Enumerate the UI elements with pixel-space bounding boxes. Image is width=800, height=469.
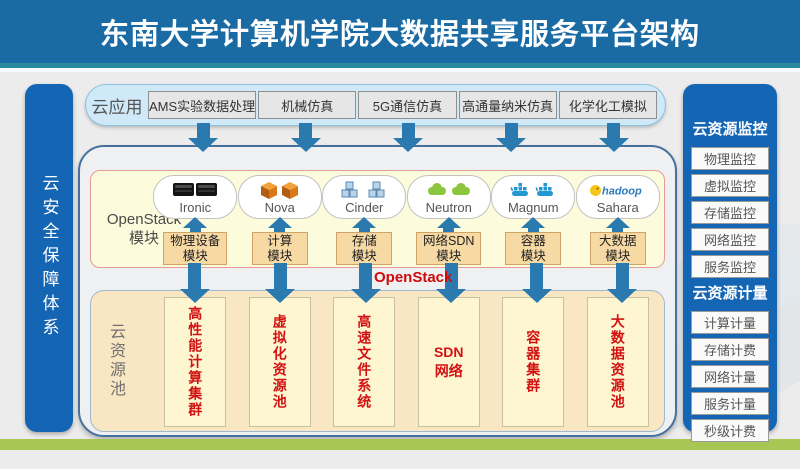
server-icon xyxy=(172,180,218,200)
openstack-box: OpenStack 模块 Ironic xyxy=(90,170,665,268)
down-arrow-icon xyxy=(350,263,381,303)
cloud-apps-bar: 云应用 AMS实验数据处理 机械仿真 5G通信仿真 高通量纳米仿真 化学化工模拟 xyxy=(85,84,666,126)
title-banner: 东南大学计算机学院大数据共享服务平台架构 xyxy=(0,0,800,63)
down-arrow-icon xyxy=(290,123,321,152)
metering-list: 计算计量 存储计费 网络计量 服务计量 秒级计费 xyxy=(691,311,769,442)
down-arrow-icon xyxy=(179,263,210,303)
metering-item: 存储计费 xyxy=(691,338,769,361)
openstack-services: Ironic Nova xyxy=(153,175,660,219)
service-ironic: Ironic xyxy=(153,175,238,219)
down-arrow-icon xyxy=(607,263,638,303)
module-down-arrows xyxy=(152,263,665,303)
up-arrow-icon xyxy=(521,217,546,233)
pool-column: 容器集群 xyxy=(502,297,565,427)
app-box: AMS实验数据处理 xyxy=(148,91,257,119)
down-arrow-icon xyxy=(188,123,219,152)
monitoring-item: 存储监控 xyxy=(691,201,769,224)
down-arrow-icon xyxy=(393,123,424,152)
service-name: Magnum xyxy=(507,200,559,215)
module-box: 大数据模块 xyxy=(589,232,646,265)
cloud-security-label: 云安全保障体系 xyxy=(39,174,59,342)
app-box: 化学化工模拟 xyxy=(558,91,657,119)
whale-icon xyxy=(510,180,556,200)
metering-item: 服务计量 xyxy=(691,392,769,415)
down-arrow-icon xyxy=(598,123,629,152)
monitoring-list: 物理监控 虚拟监控 存储监控 网络监控 服务监控 xyxy=(691,147,769,278)
metering-item: 秒级计费 xyxy=(691,419,769,442)
module-box: 物理设备模块 xyxy=(163,232,228,265)
metering-title: 云资源计量 xyxy=(692,285,768,302)
right-panel: 云资源监控 物理监控 虚拟监控 存储监控 网络监控 服务监控 云资源计量 计算计… xyxy=(683,84,777,442)
service-name: Nova xyxy=(264,200,295,215)
banner-teal-strip xyxy=(0,63,800,68)
service-name: Sahara xyxy=(596,200,639,215)
monitoring-title: 云资源监控 xyxy=(692,121,768,138)
banner-white-strip xyxy=(0,68,800,72)
service-sahara: hadoop Sahara xyxy=(575,175,660,219)
up-arrow-icon xyxy=(352,217,377,233)
service-name: Ironic xyxy=(179,200,212,215)
cube-icon xyxy=(260,180,300,200)
monitoring-item: 虚拟监控 xyxy=(691,174,769,197)
cloud-apps-boxes: AMS实验数据处理 机械仿真 5G通信仿真 高通量纳米仿真 化学化工模拟 xyxy=(148,91,657,119)
up-arrow-icon xyxy=(267,217,292,233)
monitoring-item: 服务监控 xyxy=(691,255,769,278)
hadoop-logo-icon: hadoop xyxy=(589,180,647,200)
pool-column: 高性能计算集群 xyxy=(164,297,227,427)
resource-pool-label: 云资源池 xyxy=(107,323,124,399)
bottom-green-strip xyxy=(0,439,800,450)
service-name: Cinder xyxy=(345,200,384,215)
monitoring-item: 网络监控 xyxy=(691,228,769,251)
apps-down-arrows xyxy=(152,123,665,152)
pool-column: 大数据资源池 xyxy=(586,297,649,427)
svg-text:hadoop: hadoop xyxy=(602,185,642,197)
service-name: Neutron xyxy=(425,200,472,215)
service-neutron: Neutron xyxy=(406,175,491,219)
cloud-security-bar: 云安全保障体系 xyxy=(25,84,73,432)
monitoring-item: 物理监控 xyxy=(691,147,769,170)
up-arrow-icon xyxy=(436,217,461,233)
down-arrow-icon xyxy=(436,263,467,303)
app-box: 高通量纳米仿真 xyxy=(458,91,557,119)
pool-column: 高速文件系统 xyxy=(333,297,396,427)
openstack-red-label: OpenStack xyxy=(374,269,453,286)
module-box: 容器模块 xyxy=(505,232,562,265)
metering-item: 网络计量 xyxy=(691,365,769,388)
module-up-arrows xyxy=(153,217,660,233)
down-arrow-icon xyxy=(496,123,527,152)
down-arrow-icon xyxy=(265,263,296,303)
app-box: 机械仿真 xyxy=(258,91,357,119)
module-box: 存储模块 xyxy=(336,232,393,265)
up-arrow-icon xyxy=(183,217,208,233)
down-arrow-icon xyxy=(521,263,552,303)
service-magnum: Magnum xyxy=(491,175,576,219)
service-cinder: Cinder xyxy=(322,175,407,219)
cloud-apps-label: 云应用 xyxy=(91,97,143,117)
app-box: 5G通信仿真 xyxy=(358,91,457,119)
storage-blocks-icon xyxy=(341,180,387,200)
cloud-icon xyxy=(426,180,472,200)
module-box: 计算模块 xyxy=(251,232,308,265)
up-arrow-icon xyxy=(605,217,630,233)
service-nova: Nova xyxy=(237,175,322,219)
page-title: 东南大学计算机学院大数据共享服务平台架构 xyxy=(99,18,700,51)
metering-item: 计算计量 xyxy=(691,311,769,334)
pool-column: 虚拟化资源池 xyxy=(248,297,311,427)
